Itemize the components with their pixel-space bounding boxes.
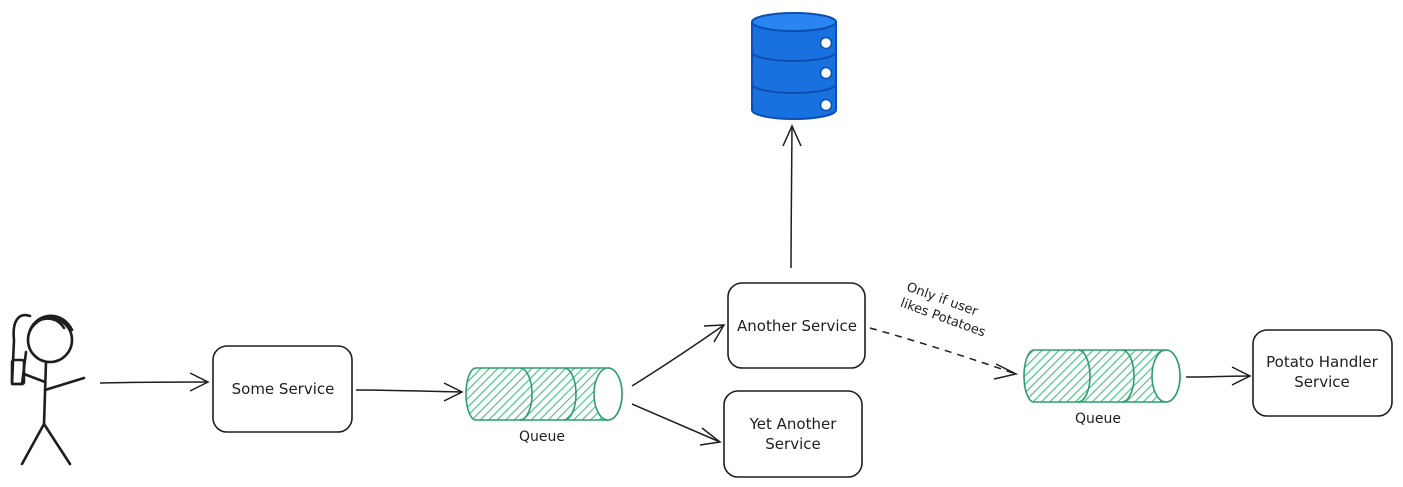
edge-user-to-some-service	[99, 372, 210, 392]
user-stick-figure-icon	[10, 313, 86, 466]
potato-handler-service-label-line-1: Potato Handler	[1266, 353, 1378, 371]
yet-another-service-label-line-1: Yet Another	[749, 415, 838, 433]
some-service-node[interactable]: Some Service	[212, 345, 353, 433]
some-service-label: Some Service	[232, 380, 335, 398]
queue-2-label: Queue	[1075, 411, 1121, 427]
yet-another-service-label-line-2: Service	[765, 435, 820, 453]
database-icon[interactable]	[751, 12, 837, 120]
edge-some-service-to-queue	[355, 382, 464, 402]
potato-handler-service-node[interactable]: Potato Handler Service	[1252, 329, 1393, 417]
yet-another-service-node[interactable]: Yet Another Service	[723, 390, 863, 478]
conditional-note: Only if user likes Potatoes	[898, 280, 987, 341]
queue-2-node[interactable]: Queue	[1023, 349, 1181, 427]
queue-1-label: Queue	[519, 429, 565, 445]
edge-queue-to-yet-another-service	[631, 403, 722, 446]
edge-queue-2-to-potato-handler	[1185, 366, 1252, 386]
queue-1-node[interactable]: Queue	[465, 367, 623, 445]
edge-another-service-to-database	[782, 124, 802, 269]
another-service-label: Another Service	[737, 317, 857, 335]
another-service-node[interactable]: Another Service	[727, 282, 866, 369]
potato-handler-service-label-line-2: Service	[1294, 373, 1349, 391]
edge-another-service-to-queue-2-conditional	[869, 327, 1019, 380]
edge-queue-to-another-service	[631, 324, 726, 387]
